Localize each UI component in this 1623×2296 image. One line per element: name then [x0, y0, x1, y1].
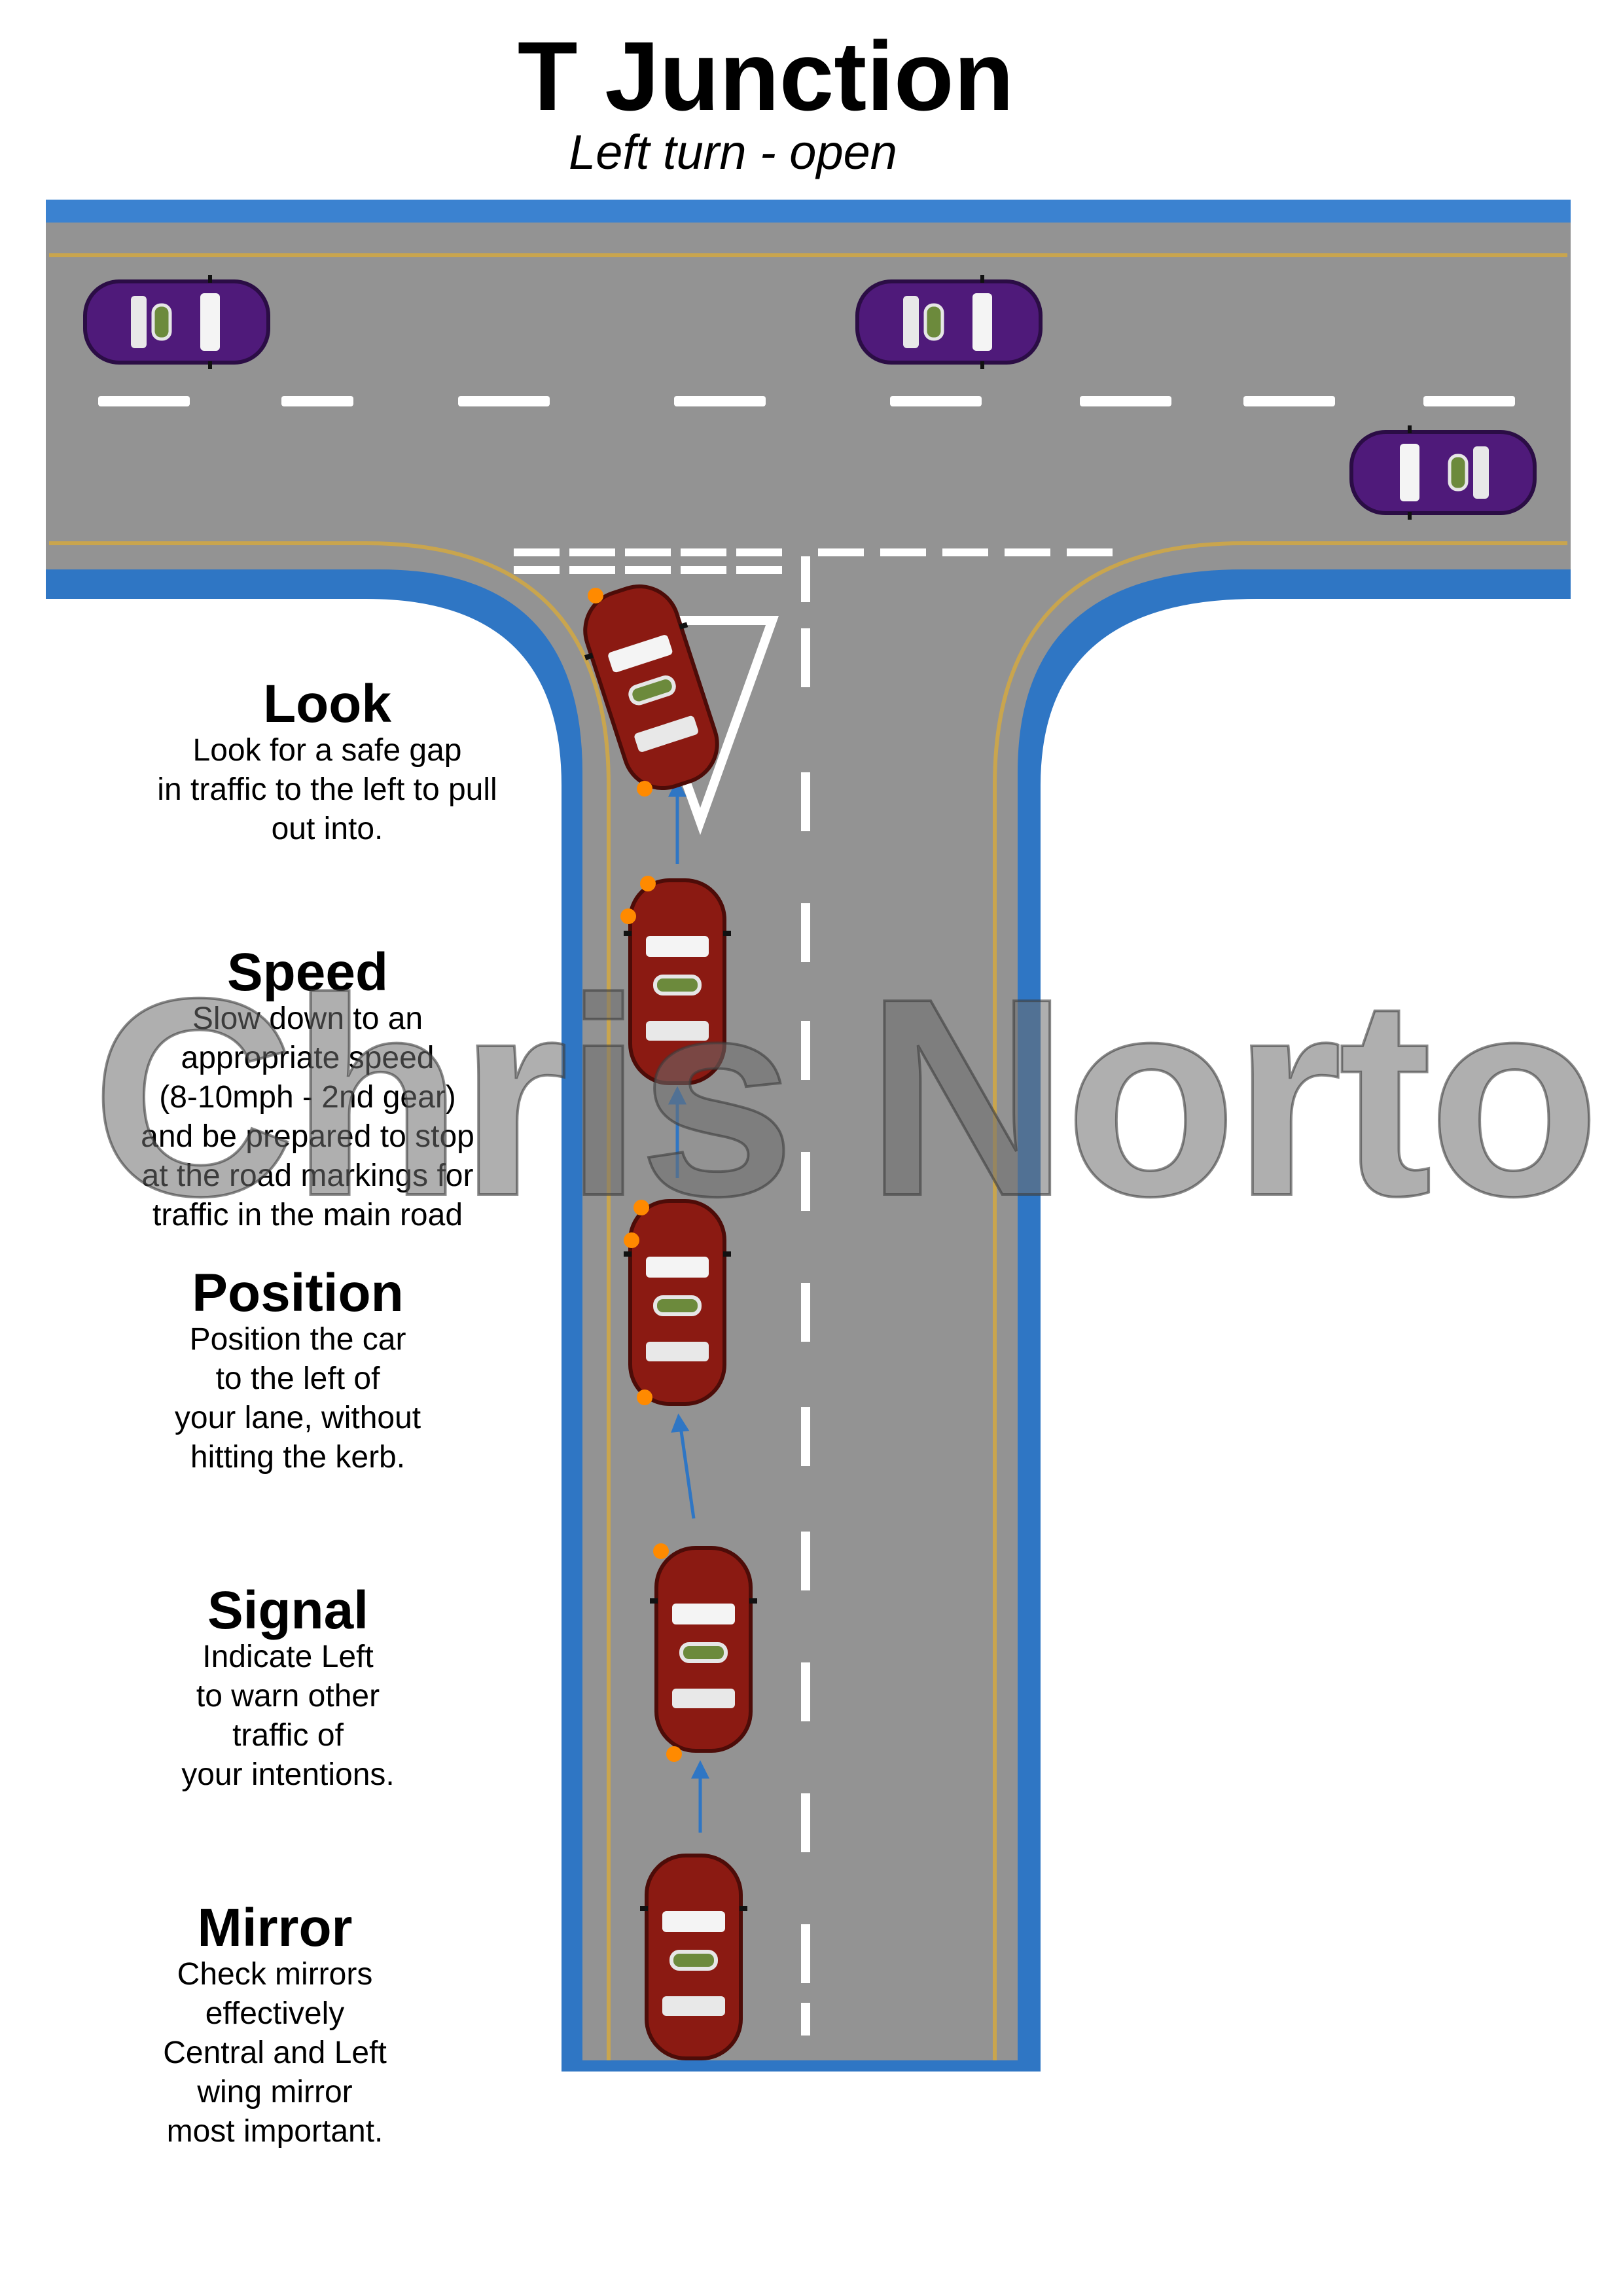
subject-car-mirror — [640, 1856, 747, 2058]
subject-car-look — [569, 574, 734, 800]
step-signal-heading: Signal — [207, 1581, 369, 1640]
step-look-heading: Look — [263, 674, 391, 734]
step-position-text: Position the car to the left of your lan… — [174, 1322, 421, 1475]
step-position-heading: Position — [192, 1263, 404, 1323]
step-mirror: Mirror Check mirrors effectively Central… — [105, 1901, 445, 2151]
traffic-car-1 — [85, 275, 268, 369]
step-speed-heading: Speed — [226, 942, 389, 1002]
step-signal: Signal Indicate Left to warn other traff… — [111, 1584, 465, 1795]
road-markings — [98, 396, 1515, 2036]
traffic-car-2 — [857, 275, 1041, 369]
subject-car-position — [624, 1200, 731, 1405]
step-signal-text: Indicate Left to warn other traffic of y… — [181, 1640, 395, 1792]
step-speed-text: Slow down to an appropriate speed (8-10m… — [141, 1001, 474, 1232]
step-mirror-text: Check mirrors effectively Central and Le… — [163, 1957, 387, 2149]
step-look-text: Look for a safe gap in traffic to the le… — [157, 733, 497, 846]
subject-car-speed — [620, 876, 731, 1083]
road-surface — [46, 200, 1571, 2072]
path-arrows — [668, 778, 710, 1833]
page-subtitle: Left turn - open — [569, 125, 897, 179]
step-position: Position Position the car to the left of… — [111, 1266, 484, 1477]
step-look: Look Look for a safe gap in traffic to t… — [124, 677, 530, 849]
subject-car-signal — [650, 1543, 757, 1762]
step-mirror-heading: Mirror — [197, 1898, 353, 1958]
page-title: T Junction — [517, 21, 1014, 131]
step-speed: Speed Slow down to an appropriate speed … — [111, 946, 504, 1235]
traffic-car-3 — [1351, 425, 1535, 520]
